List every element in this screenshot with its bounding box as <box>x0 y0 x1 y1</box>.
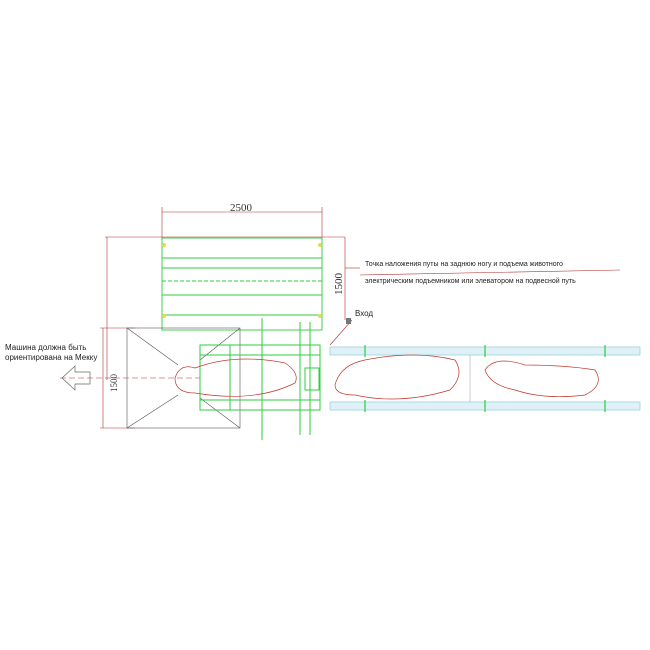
mount-points <box>162 243 322 318</box>
dimension-height-left: 1500 <box>109 374 119 392</box>
dimension-width: 2500 <box>230 202 252 214</box>
entrance-marker <box>346 318 351 324</box>
upper-frame <box>161 237 323 331</box>
conveyor <box>329 345 641 412</box>
orientation-note-line2: ориентирована на Мекку <box>5 353 98 362</box>
animal-outlines <box>174 354 599 400</box>
annotation-line2: электрическим подъемником или элеватором… <box>365 278 576 285</box>
direction-arrow-icon <box>61 365 91 391</box>
dimension-lines <box>60 207 621 429</box>
entrance-label: Вход <box>355 309 374 318</box>
annotation-line1: Точка наложения путы на заднюю ногу и по… <box>365 261 563 268</box>
orientation-note-line1: Машина должна быть <box>5 343 87 352</box>
restraint-frame <box>199 318 321 440</box>
dimension-height-right: 1500 <box>333 273 345 295</box>
